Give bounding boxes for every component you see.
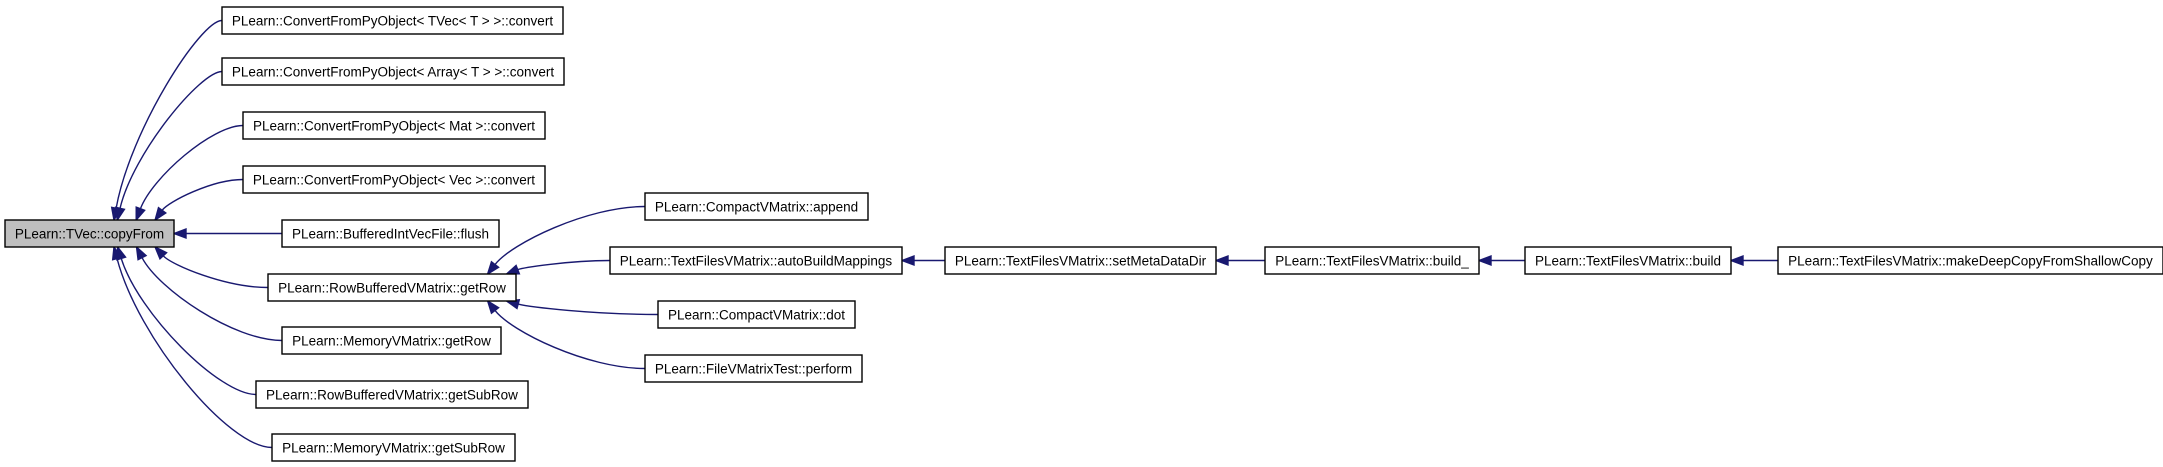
nodes-layer: PLearn::TVec::copyFrom PLearn::ConvertFro… bbox=[4, 6, 2163, 462]
edge-tf-deepcopy-to-tf-build bbox=[1729, 254, 1778, 267]
graph-node-tf-autobuild[interactable]: PLearn::TextFilesVMatrix::autoBuildMappi… bbox=[609, 246, 903, 275]
arrowhead-icon bbox=[135, 206, 146, 222]
edge-line bbox=[162, 255, 269, 289]
graph-node-rb-getrow[interactable]: PLearn::RowBufferedVMatrix::getRow bbox=[267, 273, 517, 302]
graph-node-root[interactable]: PLearn::TVec::copyFrom bbox=[4, 219, 175, 248]
node-label: PLearn::CompactVMatrix::dot bbox=[668, 308, 845, 323]
node-box bbox=[1777, 246, 2163, 275]
edge-fvmt-perform-to-rb-getrow bbox=[486, 299, 646, 370]
node-box bbox=[1264, 246, 1480, 275]
node-label: PLearn::CompactVMatrix::append bbox=[655, 200, 858, 215]
node-label: PLearn::ConvertFromPyObject< TVec< T > >… bbox=[232, 14, 553, 29]
node-box bbox=[1524, 246, 1732, 275]
node-label: PLearn::TextFilesVMatrix::build_ bbox=[1275, 254, 1469, 269]
node-label: PLearn::TextFilesVMatrix::build bbox=[1535, 254, 1721, 269]
node-label: PLearn::TextFilesVMatrix::autoBuildMappi… bbox=[620, 254, 893, 269]
edge-flush-to-root bbox=[172, 227, 282, 240]
arrowhead-icon bbox=[135, 245, 148, 261]
node-box bbox=[281, 219, 500, 248]
edge-tf-build--to-tf-setmeta bbox=[1214, 254, 1265, 267]
arrowhead-icon bbox=[172, 227, 187, 240]
node-box bbox=[281, 326, 502, 355]
node-label: PLearn::ConvertFromPyObject< Array< T > … bbox=[232, 65, 554, 80]
graph-node-tf-build[interactable]: PLearn::TextFilesVMatrix::build bbox=[1524, 246, 1732, 275]
edge-line bbox=[494, 205, 646, 265]
edge-line bbox=[517, 259, 611, 271]
arrowhead-icon bbox=[153, 206, 168, 222]
node-label: PLearn::FileVMatrixTest::perform bbox=[655, 362, 852, 377]
edge-line bbox=[517, 303, 659, 316]
edge-line bbox=[116, 258, 273, 449]
graph-node-flush[interactable]: PLearn::BufferedIntVecFile::flush bbox=[281, 219, 500, 248]
node-box bbox=[242, 165, 546, 194]
node-label: PLearn::MemoryVMatrix::getSubRow bbox=[282, 441, 505, 456]
graph-node-cv-dot[interactable]: PLearn::CompactVMatrix::dot bbox=[657, 300, 856, 329]
node-label: PLearn::RowBufferedVMatrix::getSubRow bbox=[266, 388, 518, 403]
node-label: PLearn::RowBufferedVMatrix::getRow bbox=[278, 281, 506, 296]
graph-node-fvmt-perform[interactable]: PLearn::FileVMatrixTest::perform bbox=[644, 354, 863, 383]
edge-line bbox=[119, 70, 223, 209]
node-box bbox=[221, 6, 564, 35]
node-box bbox=[267, 273, 517, 302]
node-label: PLearn::TextFilesVMatrix::setMetaDataDir bbox=[955, 254, 1207, 269]
edge-line bbox=[494, 310, 646, 370]
node-box bbox=[255, 380, 529, 409]
edge-cv-dot-to-rb-getrow bbox=[504, 298, 659, 316]
node-box bbox=[644, 354, 863, 383]
node-label: PLearn::ConvertFromPyObject< Mat >::conv… bbox=[253, 119, 535, 134]
edge-line bbox=[115, 19, 223, 209]
graph-node-rb-getsubrow[interactable]: PLearn::RowBufferedVMatrix::getSubRow bbox=[255, 380, 529, 409]
node-box bbox=[221, 57, 565, 86]
edge-cfpo-mat-to-root bbox=[135, 124, 244, 222]
graph-node-cfpo-tvec[interactable]: PLearn::ConvertFromPyObject< TVec< T > >… bbox=[221, 6, 564, 35]
edge-rb-getrow-to-root bbox=[153, 245, 269, 289]
edge-cfpo-vec-to-root bbox=[153, 178, 244, 222]
node-box bbox=[4, 219, 175, 248]
graph-node-cv-append[interactable]: PLearn::CompactVMatrix::append bbox=[644, 192, 869, 221]
edge-line bbox=[161, 178, 244, 211]
edge-tf-autobuild-to-rb-getrow bbox=[504, 259, 611, 275]
arrowhead-icon bbox=[1729, 254, 1744, 267]
graph-node-mem-getsubrow[interactable]: PLearn::MemoryVMatrix::getSubRow bbox=[271, 433, 516, 462]
graph-node-tf-build-[interactable]: PLearn::TextFilesVMatrix::build_ bbox=[1264, 246, 1480, 275]
edge-cv-append-to-rb-getrow bbox=[486, 205, 646, 276]
node-box bbox=[657, 300, 856, 329]
edge-line bbox=[141, 257, 283, 342]
edge-mem-getrow-to-root bbox=[135, 245, 283, 342]
arrowhead-icon bbox=[486, 299, 500, 315]
arrowhead-icon bbox=[153, 245, 168, 261]
node-box bbox=[944, 246, 1217, 275]
graph-node-cfpo-vec[interactable]: PLearn::ConvertFromPyObject< Vec >::conv… bbox=[242, 165, 546, 194]
node-box bbox=[242, 111, 546, 140]
arrowhead-icon bbox=[1214, 254, 1229, 267]
graph-node-mem-getrow[interactable]: PLearn::MemoryVMatrix::getRow bbox=[281, 326, 502, 355]
arrowhead-icon bbox=[900, 254, 915, 267]
edge-tf-setmeta-to-tf-autobuild bbox=[900, 254, 945, 267]
edge-line bbox=[120, 258, 257, 396]
node-box bbox=[644, 192, 869, 221]
node-label: PLearn::BufferedIntVecFile::flush bbox=[292, 227, 489, 242]
edge-mem-getsubrow-to-root bbox=[111, 245, 273, 449]
arrowhead-icon bbox=[114, 206, 126, 222]
edge-cfpo-array-to-root bbox=[114, 70, 223, 222]
graph-node-cfpo-mat[interactable]: PLearn::ConvertFromPyObject< Mat >::conv… bbox=[242, 111, 546, 140]
arrowhead-icon bbox=[1477, 254, 1492, 267]
node-box bbox=[271, 433, 516, 462]
edges-layer bbox=[110, 19, 1778, 449]
graph-node-cfpo-array[interactable]: PLearn::ConvertFromPyObject< Array< T > … bbox=[221, 57, 565, 86]
node-box bbox=[609, 246, 903, 275]
node-label: PLearn::TVec::copyFrom bbox=[15, 227, 164, 242]
graph-node-tf-setmeta[interactable]: PLearn::TextFilesVMatrix::setMetaDataDir bbox=[944, 246, 1217, 275]
node-label: PLearn::MemoryVMatrix::getRow bbox=[292, 334, 491, 349]
arrowhead-icon bbox=[486, 260, 500, 276]
edge-tf-build-to-tf-build- bbox=[1477, 254, 1525, 267]
node-label: PLearn::ConvertFromPyObject< Vec >::conv… bbox=[253, 173, 535, 188]
node-label: PLearn::TextFilesVMatrix::makeDeepCopyFr… bbox=[1788, 254, 2153, 269]
graph-node-tf-deepcopy[interactable]: PLearn::TextFilesVMatrix::makeDeepCopyFr… bbox=[1777, 246, 2163, 275]
arrowhead-icon bbox=[504, 264, 521, 275]
edge-line bbox=[139, 124, 244, 210]
arrowhead-icon bbox=[111, 245, 123, 261]
